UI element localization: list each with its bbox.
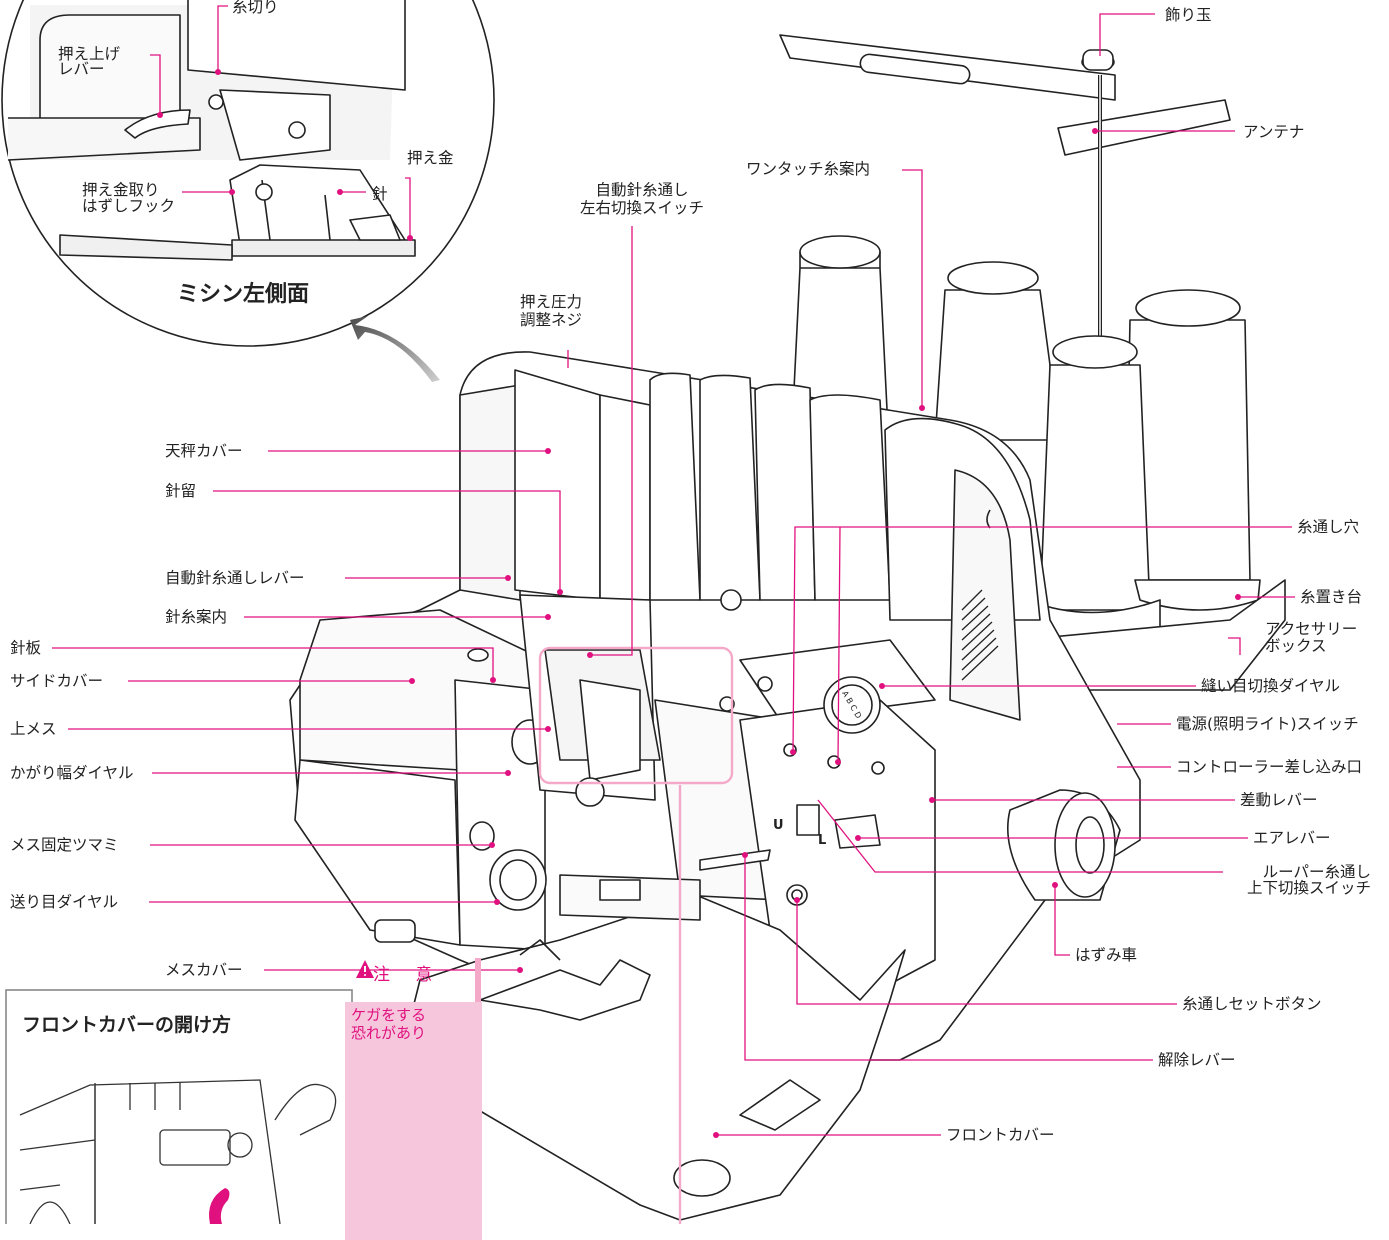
- curved-arrow-icon: [350, 316, 440, 382]
- front-cover-instruction-box: [5, 989, 353, 1224]
- label-stitch-length-dial: 送り目ダイヤル: [10, 893, 119, 911]
- leader-lines: [52, 5, 1295, 1136]
- caution-text: ケガをする 恐れがあり: [345, 1002, 482, 1240]
- label-needle-plate: 針板: [10, 639, 42, 657]
- label-thread-cutter: 糸切り: [232, 0, 279, 16]
- label-needle-clamp: 針留: [165, 482, 197, 500]
- label-threading-hole: 糸通し穴: [1297, 518, 1360, 536]
- switch-mark-u: U: [773, 818, 784, 833]
- zoom-highlight: [538, 646, 734, 1224]
- label-needle-thread-guide: 針糸案内: [165, 608, 228, 626]
- label-looper-switch: ルーパー糸通し 上下切換スイッチ: [1246, 863, 1371, 897]
- anchor-dots: [157, 69, 1241, 1138]
- label-differential-lever: 差動レバー: [1240, 791, 1318, 809]
- label-stitch-selector-dial: 縫い目切換ダイヤル: [1201, 677, 1341, 695]
- caution-note: 注 意 ケガをする 恐れがあり: [345, 958, 485, 1240]
- serger-body: [289, 351, 1141, 1221]
- label-threading-set-button: 糸通しセットボタン: [1182, 995, 1322, 1013]
- label-upper-knife: 上メス: [10, 720, 57, 738]
- warning-triangle-icon: [356, 960, 374, 978]
- label-release-lever: 解除レバー: [1158, 1051, 1236, 1069]
- label-one-touch-guide: ワンタッチ糸案内: [746, 160, 871, 178]
- side-view-inset: [1, 0, 495, 347]
- label-auto-threader-switch: 自動針糸通し 左右切換スイッチ: [580, 181, 705, 217]
- label-handwheel: はずみ車: [1075, 946, 1138, 964]
- caution-heading: 注 意: [373, 965, 443, 985]
- label-air-lever: エアレバー: [1253, 829, 1331, 847]
- label-presser-lift-lever: 押え上げ レバー: [58, 45, 121, 78]
- label-presser-release-hook: 押え金取り はずしフック: [82, 181, 176, 215]
- label-auto-threader-lever: 自動針糸通しレバー: [165, 569, 305, 587]
- switch-mark-l: L: [818, 833, 827, 848]
- label-accessory-box: アクセサリー ボックス: [1265, 620, 1358, 655]
- label-knife-lock-knob: メス固定ツマミ: [10, 836, 119, 854]
- label-overlock-width-dial: かがり幅ダイヤル: [10, 764, 134, 782]
- label-pressure-screw: 押え圧力 調整ネジ: [520, 293, 583, 329]
- label-spool-stand: 糸置き台: [1300, 588, 1363, 606]
- label-side-cover: サイドカバー: [10, 672, 104, 690]
- label-knife-cover: メスカバー: [165, 961, 243, 979]
- label-controller-socket: コントローラー差し込み口: [1176, 758, 1363, 776]
- inset-title: ミシン左側面: [177, 282, 310, 307]
- label-tension-cover: 天秤カバー: [165, 442, 243, 460]
- label-antenna: アンテナ: [1243, 123, 1305, 141]
- label-needle: 針: [372, 185, 388, 203]
- label-presser-foot: 押え金: [407, 149, 454, 167]
- front-cover-box-title: フロントカバーの開け方: [22, 1014, 232, 1036]
- label-ornament-ball: 飾り玉: [1165, 6, 1212, 24]
- label-power-switch: 電源(照明ライト)スイッチ: [1176, 715, 1359, 733]
- thread-stand: [779, 34, 1286, 691]
- label-front-cover: フロントカバー: [946, 1126, 1055, 1144]
